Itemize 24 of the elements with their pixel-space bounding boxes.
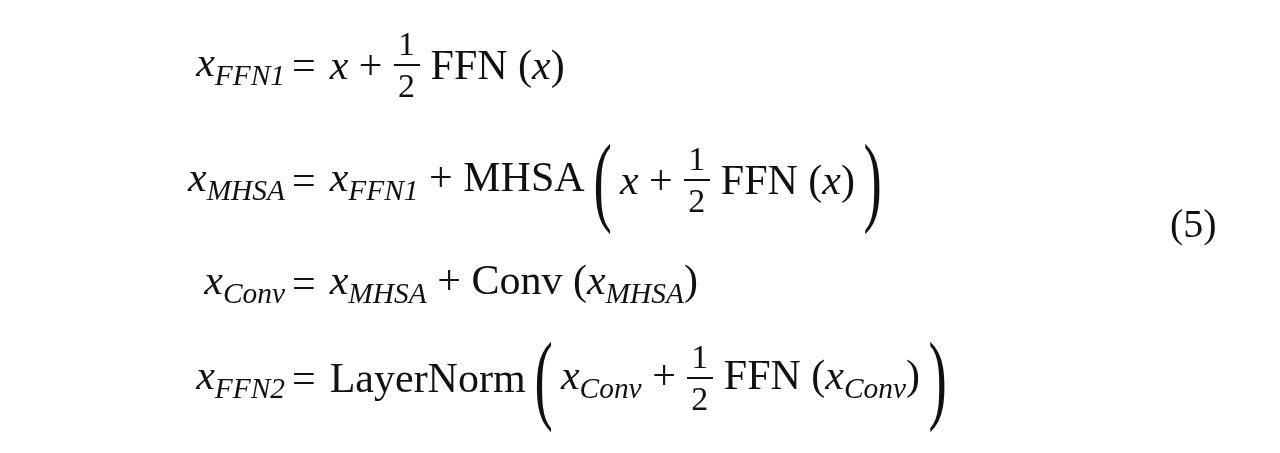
equation-variable: x$_{FFN1}$ [196,37,285,93]
fraction-numerator: 1 [688,141,706,177]
equation-term: x$_{Conv}$ + [560,350,676,406]
fraction-numerator: 1 [398,26,416,62]
equation-term: FFN (x$_{Conv}$) [723,350,921,406]
fraction-denominator: 2 [691,381,709,417]
equation-term: LayerNorm [329,354,526,402]
equals-sign: = [292,41,316,89]
equation-variable: x$_{Conv}$ [204,255,285,311]
equation-term: FFN (x) [430,41,565,89]
fraction-denominator: 2 [398,68,416,104]
equation-variable: x$_{MHSA}$ [188,152,285,208]
equals-sign: = [292,259,316,307]
equation-term: x + [619,156,673,204]
equation-term: x$_{FFN1}$ + MHSA [329,152,585,208]
equation-term: x + [329,41,383,89]
equals-sign: = [292,354,316,402]
equation-variable: x$_{FFN2}$ [196,350,285,406]
equals-sign: = [292,156,316,204]
equation-term: FFN (x) [720,156,855,204]
fraction-denominator: 2 [688,183,706,219]
equation-number: (5) [1170,200,1217,247]
equation-term: x$_{MHSA}$ + Conv (x$_{MHSA}$) [329,255,698,311]
fraction-numerator: 1 [691,339,709,375]
